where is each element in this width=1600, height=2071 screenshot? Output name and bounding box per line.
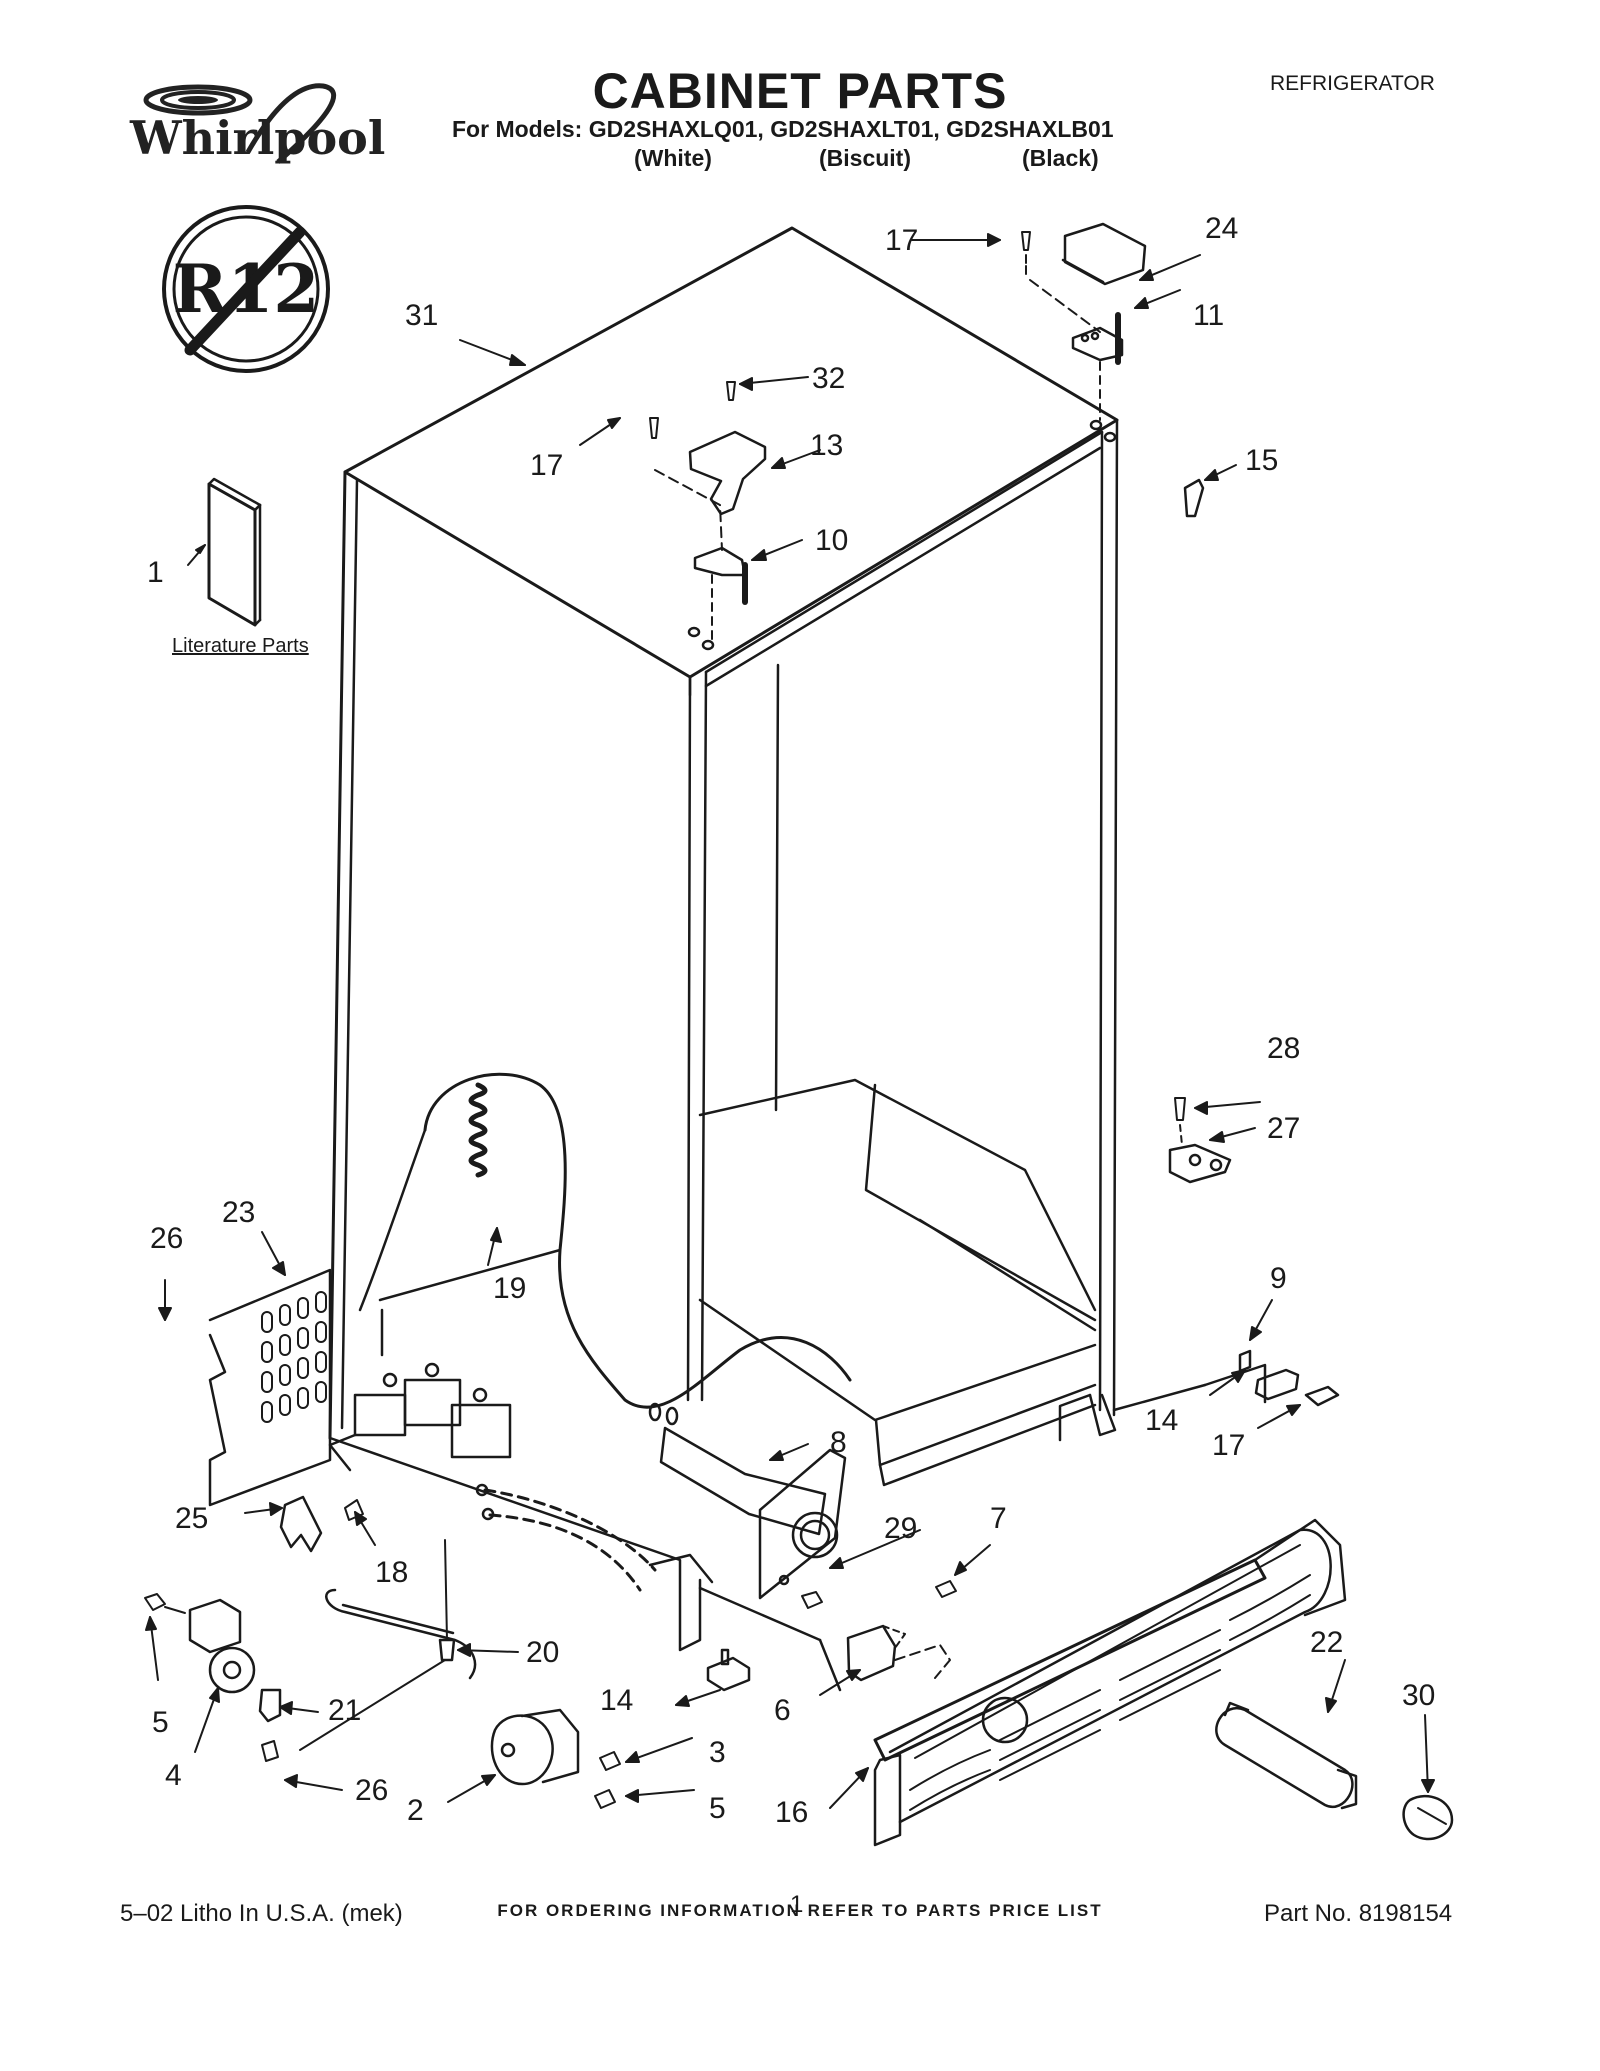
whirlpool-logo: Whirlpool — [129, 83, 385, 165]
callout-29: 29 — [884, 1512, 917, 1545]
callout-10: 10 — [815, 524, 848, 557]
part-number: Part No. 8198154 — [1264, 1900, 1453, 1927]
callout-4: 4 — [165, 1759, 182, 1792]
models-line: For Models: GD2SHAXLQ01, GD2SHAXLT01, GD… — [452, 116, 1114, 142]
cutaway-view — [328, 1072, 852, 1692]
callout-19: 19 — [493, 1272, 526, 1305]
color-black: (Black) — [1022, 145, 1099, 171]
page-number: 1 — [790, 1891, 804, 1918]
water-line-bracket — [846, 1624, 951, 1682]
callout-8: 8 — [830, 1426, 847, 1459]
cabinet-body — [328, 226, 1207, 1487]
callout-20: 20 — [526, 1636, 559, 1669]
callout-numbers: 1 31 32 17 13 10 17 24 11 15 28 27 9 14 … — [147, 212, 1435, 1829]
callout-1: 1 — [147, 556, 164, 589]
callout-23: 23 — [222, 1196, 255, 1229]
upper-hinge-right — [1021, 222, 1147, 443]
page-title: CABINET PARTS — [592, 63, 1008, 119]
base-grille — [873, 1518, 1347, 1847]
water-valve-assembly — [328, 1362, 512, 1472]
callout-15: 15 — [1245, 444, 1278, 477]
leader-lines — [145, 233, 1435, 1809]
callout-17-right: 17 — [1212, 1429, 1245, 1462]
upper-hinge-center — [649, 381, 767, 651]
callout-9: 9 — [1270, 1262, 1287, 1295]
filter-cap — [1402, 1794, 1454, 1841]
water-inlet-tube — [648, 1402, 847, 1600]
drain-coil — [468, 1082, 488, 1178]
callout-17-top: 17 — [885, 224, 918, 257]
callout-21: 21 — [328, 1694, 361, 1727]
literature-parts-label: Literature Parts — [172, 635, 309, 657]
literature-booklet — [207, 477, 262, 627]
color-white: (White) — [634, 145, 712, 171]
callout-18: 18 — [375, 1556, 408, 1589]
callout-5-left: 5 — [152, 1706, 169, 1739]
callout-11: 11 — [1193, 299, 1224, 332]
callout-7: 7 — [990, 1502, 1007, 1535]
callout-16: 16 — [775, 1796, 808, 1829]
hinge-pin-plug — [1183, 478, 1205, 518]
litho-note: 5–02 Litho In U.S.A. (mek) — [120, 1900, 403, 1927]
callout-2: 2 — [407, 1794, 424, 1827]
side-bracket — [1168, 1097, 1232, 1184]
callout-6: 6 — [774, 1694, 791, 1727]
logo-wordmark: Whirlpool — [129, 111, 385, 165]
callout-13: 13 — [810, 429, 843, 462]
callout-28: 28 — [1267, 1032, 1300, 1065]
roller-assembly-2 — [490, 1708, 621, 1809]
callout-31: 31 — [405, 299, 438, 332]
leveler-roller-assembly — [144, 1593, 282, 1762]
category-label: REFRIGERATOR — [1270, 72, 1435, 95]
ordering-note: FOR ORDERING INFORMATION REFER TO PARTS … — [497, 1901, 1103, 1920]
wire-clip-25 — [279, 1495, 364, 1553]
callout-17-center: 17 — [530, 449, 563, 482]
callout-27: 27 — [1267, 1112, 1300, 1145]
callout-26-bottom: 26 — [355, 1774, 388, 1807]
callout-14-center: 14 — [600, 1684, 633, 1717]
color-biscuit: (Biscuit) — [819, 145, 911, 171]
leveling-bracket-right — [1203, 1349, 1340, 1407]
mounting-screws — [801, 1580, 957, 1609]
callout-25: 25 — [175, 1502, 208, 1535]
callout-24: 24 — [1205, 212, 1238, 245]
callout-5-right: 5 — [709, 1792, 726, 1825]
callout-26-top: 26 — [150, 1222, 183, 1255]
callout-30: 30 — [1402, 1679, 1435, 1712]
callout-22: 22 — [1310, 1626, 1343, 1659]
water-filter — [1215, 1701, 1358, 1810]
callout-14-right: 14 — [1145, 1404, 1178, 1437]
back-panel-louvers — [208, 1268, 332, 1507]
center-clip-14 — [706, 1648, 751, 1692]
callout-32: 32 — [812, 362, 845, 395]
callout-3: 3 — [709, 1736, 726, 1769]
no-r12-badge: R12 — [162, 205, 330, 373]
drain-tube-18-20 — [299, 1539, 477, 1751]
